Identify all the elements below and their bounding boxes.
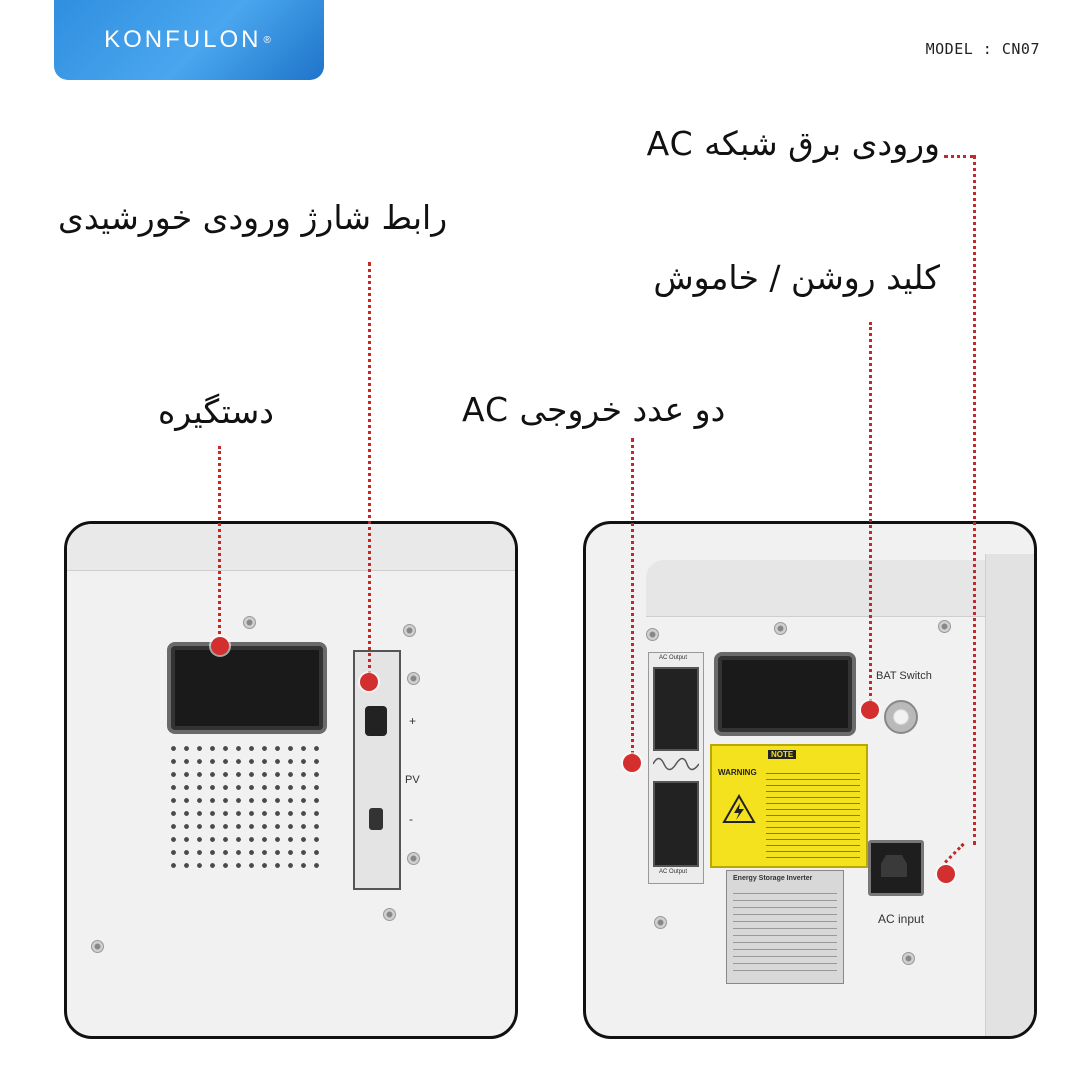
callout-dot-solar: [360, 673, 378, 691]
left-device-panel: + PV -: [64, 521, 518, 1039]
warning-title: WARNING: [718, 768, 757, 777]
right-device-panel: AC Output AC Output BAT Switch NOTE WARN…: [583, 521, 1037, 1039]
warning-note-sticker: NOTE WARNING: [710, 744, 868, 868]
label-power-switch: کلید روشن / خاموش: [653, 258, 940, 297]
ac-input-label: AC input: [878, 912, 925, 926]
ac-output-bottom-label: AC Output: [659, 869, 688, 875]
screw: [383, 908, 396, 921]
registered-mark: ®: [263, 34, 274, 46]
callout-dot-ac-grid: [937, 865, 955, 883]
ac-output-socket-bottom: [653, 781, 699, 867]
high-voltage-warning-icon: [722, 794, 756, 823]
callout-line-ac-grid-v: [973, 155, 976, 845]
callout-line-switch: [869, 322, 872, 708]
ac-output-top-label: AC Output: [659, 655, 688, 661]
screw: [902, 952, 915, 965]
callout-line-ac-grid-h: [944, 155, 974, 158]
label-handle: دستگیره: [158, 392, 274, 431]
screw: [938, 620, 951, 633]
pv-minus-label: -: [409, 812, 413, 826]
pv-connector-minus: [369, 808, 383, 830]
carry-handle: [714, 652, 856, 736]
model-number: MODEL : CN07: [925, 40, 1040, 58]
callout-dot-switch: [861, 701, 879, 719]
screw: [407, 672, 420, 685]
screw: [654, 916, 667, 929]
panel-top-edge: [67, 524, 515, 571]
vent-grille: [167, 742, 323, 870]
pv-plus-label: +: [409, 714, 417, 728]
nameplate-lines: [733, 887, 837, 975]
label-solar-input: رابط شارژ ورودی خورشیدی: [58, 198, 448, 237]
panel-side-edge: [985, 554, 1034, 1036]
carry-handle: [167, 642, 327, 734]
screw: [403, 624, 416, 637]
brand-logo-text: KONFULON: [104, 26, 262, 53]
bat-switch-label: BAT Switch: [876, 670, 932, 682]
panel-top-edge: [646, 560, 1006, 617]
nameplate-title: Energy Storage Inverter: [733, 875, 813, 882]
callout-dot-ac-outputs: [623, 754, 641, 772]
screw: [774, 622, 787, 635]
note-title: NOTE: [768, 750, 797, 759]
inverter-nameplate: Energy Storage Inverter: [726, 870, 844, 984]
brand-logo: KONFULON®: [54, 0, 324, 80]
sine-wave-icon: [653, 757, 699, 771]
ac-output-strip: AC Output AC Output: [648, 652, 704, 884]
pv-label: PV: [405, 774, 420, 786]
screw: [646, 628, 659, 641]
pv-input-plate: [353, 650, 401, 890]
callout-line-solar: [368, 262, 371, 682]
callout-line-handle: [218, 446, 221, 646]
pv-connector-plus: [365, 706, 387, 736]
label-ac-grid-input: ورودی برق شبکه AC: [646, 124, 940, 163]
callout-dot-handle: [211, 637, 229, 655]
ac-output-socket-top: [653, 667, 699, 751]
note-text-lines: [766, 768, 860, 858]
screw: [243, 616, 256, 629]
bat-power-switch[interactable]: [884, 700, 918, 734]
screw: [407, 852, 420, 865]
ac-input-socket: [868, 840, 924, 896]
ac-input-pins: [881, 855, 907, 877]
screw: [91, 940, 104, 953]
callout-line-ac-outputs: [631, 438, 634, 762]
label-ac-outputs: دو عدد خروجی AC: [462, 390, 726, 429]
